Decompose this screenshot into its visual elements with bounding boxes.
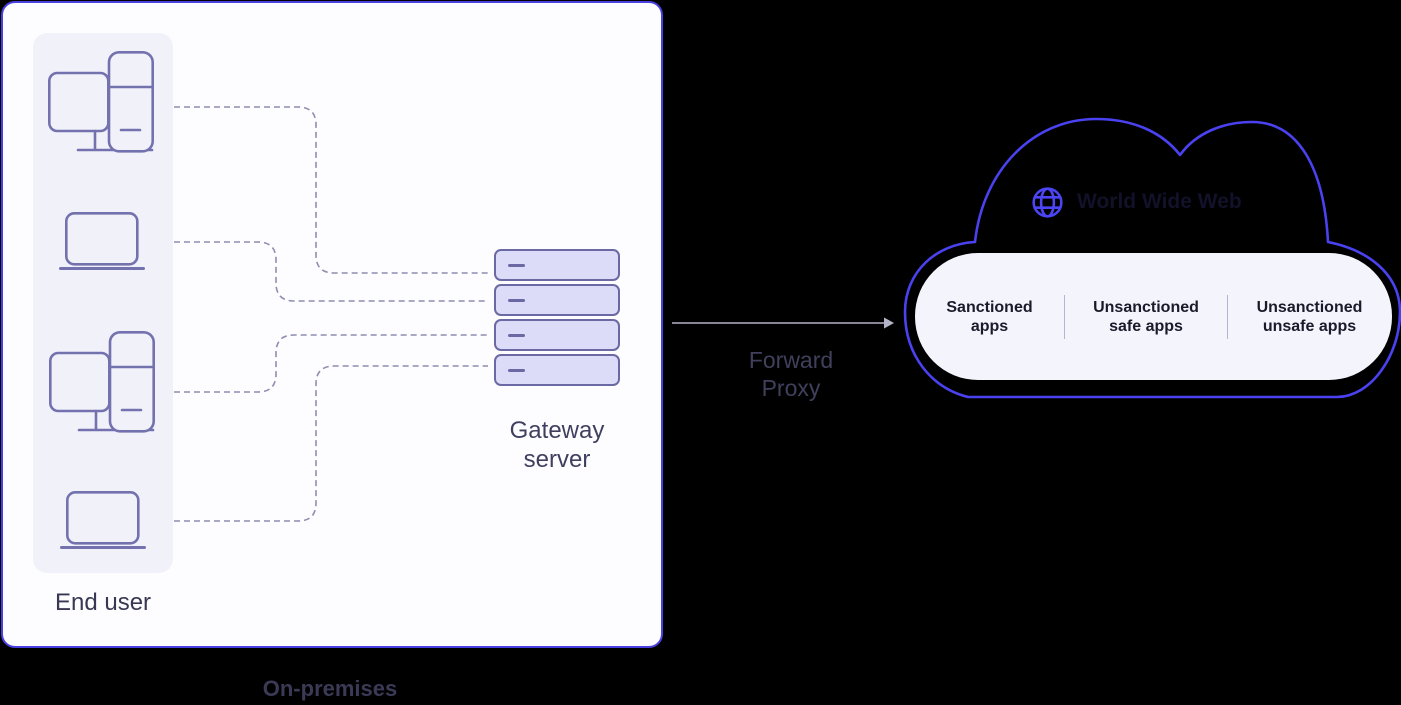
unsanctioned-unsafe-apps-label: Unsanctioned unsafe apps	[1256, 298, 1363, 335]
cloud-title-group: World Wide Web	[1031, 185, 1242, 219]
end-user-label: End user	[54, 589, 152, 616]
laptop-icon	[60, 491, 146, 549]
forward-proxy-label: Forward Proxy	[748, 347, 834, 401]
globe-icon	[1032, 186, 1063, 218]
world-wide-web-label: World Wide Web	[1077, 190, 1242, 213]
column-divider	[1227, 294, 1228, 339]
blade-dash	[508, 298, 525, 302]
on-premises-label: On-premises	[262, 676, 398, 701]
blade-dash	[508, 263, 525, 267]
unsanctioned-safe-apps-cell: Unsanctioned safe apps	[1065, 253, 1227, 380]
cloud-outline	[903, 117, 1401, 399]
gateway-server-label: Gateway server	[509, 417, 605, 473]
server-blade	[494, 319, 620, 351]
apps-pill: Sanctioned apps Unsanctioned safe apps U…	[915, 253, 1392, 380]
server-blade	[494, 284, 620, 316]
unsanctioned-safe-apps-label: Unsanctioned safe apps	[1093, 298, 1199, 335]
laptop-icon	[59, 212, 145, 270]
sanctioned-apps-cell: Sanctioned apps	[915, 253, 1064, 380]
sanctioned-apps-label: Sanctioned apps	[946, 298, 1033, 335]
desktop-computer-icon	[48, 51, 154, 153]
desktop-computer-icon	[49, 331, 155, 433]
server-blade	[494, 249, 620, 281]
column-divider	[1064, 294, 1065, 339]
server-blade	[494, 354, 620, 386]
unsanctioned-unsafe-apps-cell: Unsanctioned unsafe apps	[1228, 253, 1391, 380]
arrow-right-icon	[672, 317, 894, 329]
blade-dash	[508, 368, 525, 372]
blade-dash	[508, 333, 525, 337]
